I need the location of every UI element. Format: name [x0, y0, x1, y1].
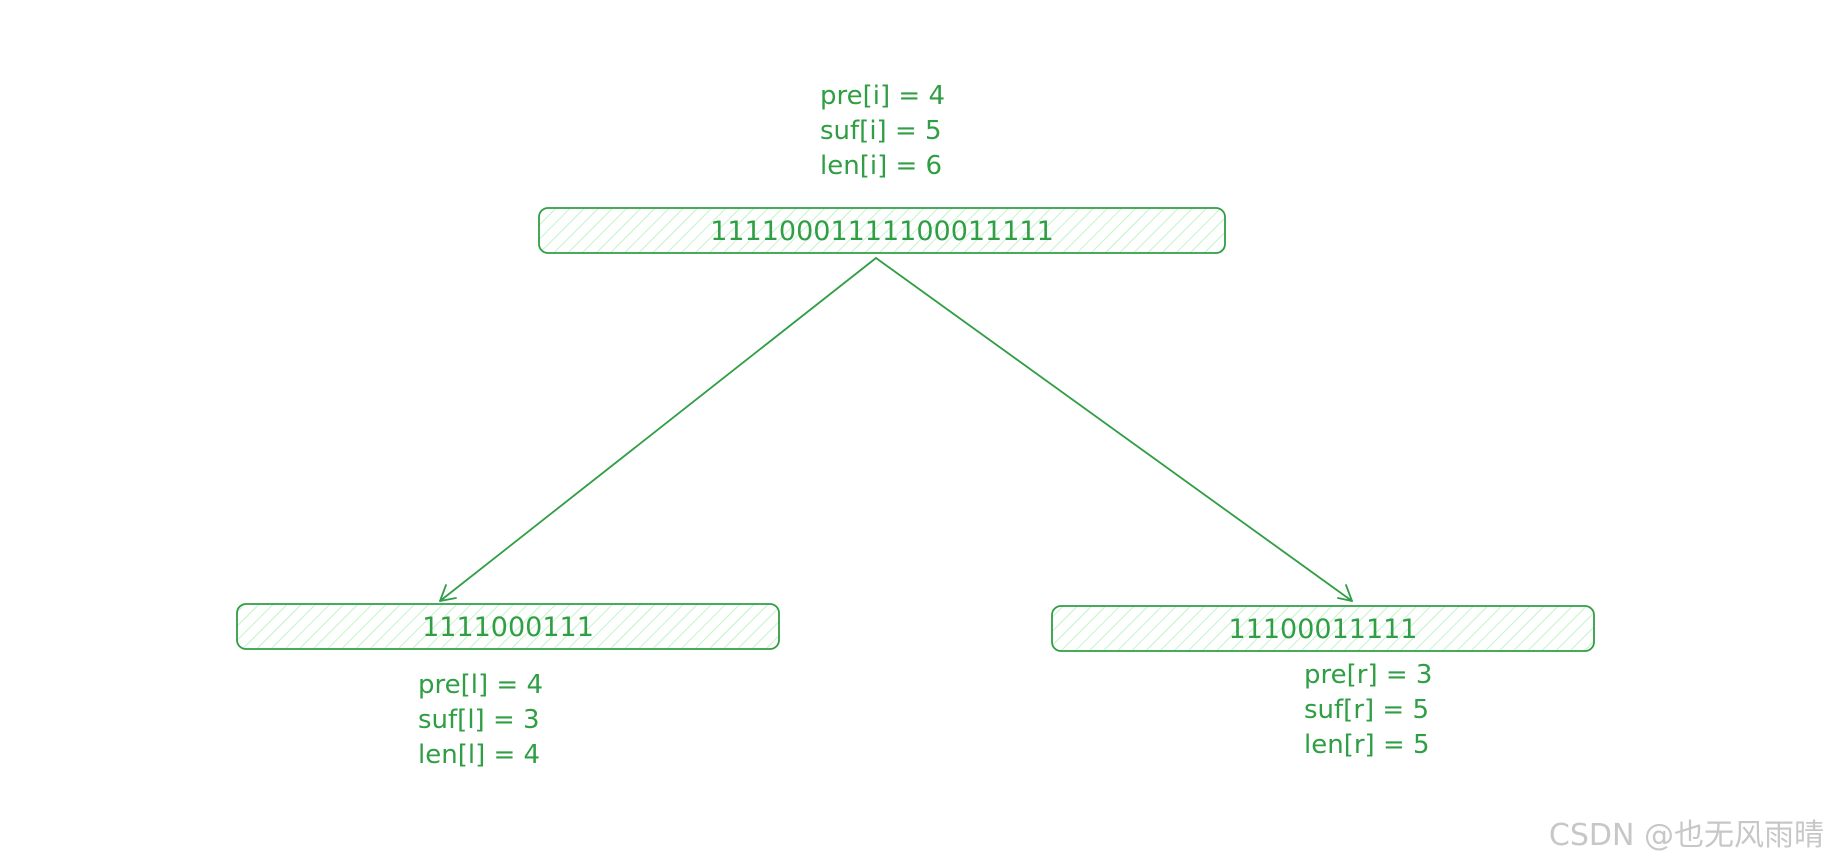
- right-node-box: [1051, 605, 1595, 652]
- root-node-value: 11110001111100011111: [710, 216, 1054, 247]
- edge-root-to-left: [439, 257, 877, 602]
- root-node-box: [538, 207, 1226, 254]
- edge-root-to-right: [875, 257, 1353, 602]
- watermark-text: CSDN @也无风雨晴: [1549, 818, 1824, 853]
- right-label-pre: pre[r] = 3: [1304, 660, 1432, 690]
- root-labels: pre[i] = 4 suf[i] = 5 len[i] = 6: [820, 81, 945, 181]
- left-node: 1111000111: [236, 603, 780, 650]
- left-label-suf: suf[l] = 3: [418, 705, 540, 735]
- right-labels: pre[r] = 3 suf[r] = 5 len[r] = 5: [1304, 660, 1432, 760]
- left-label-len: len[l] = 4: [418, 740, 540, 770]
- left-labels: pre[l] = 4 suf[l] = 3 len[l] = 4: [418, 670, 543, 770]
- right-node: 11100011111: [1051, 605, 1595, 652]
- root-node: 11110001111100011111: [538, 207, 1226, 254]
- left-arrowhead: [439, 584, 457, 602]
- right-node-value: 11100011111: [1229, 614, 1418, 645]
- root-label-suf: suf[i] = 5: [820, 116, 942, 146]
- tree-edges: [439, 257, 1353, 602]
- left-label-pre: pre[l] = 4: [418, 670, 543, 700]
- root-label-len: len[i] = 6: [820, 151, 942, 181]
- left-node-value: 1111000111: [422, 612, 594, 643]
- left-node-box: [236, 603, 780, 650]
- root-label-pre: pre[i] = 4: [820, 81, 945, 111]
- right-label-len: len[r] = 5: [1304, 730, 1430, 760]
- right-label-suf: suf[r] = 5: [1304, 695, 1429, 725]
- right-arrowhead: [1337, 584, 1353, 602]
